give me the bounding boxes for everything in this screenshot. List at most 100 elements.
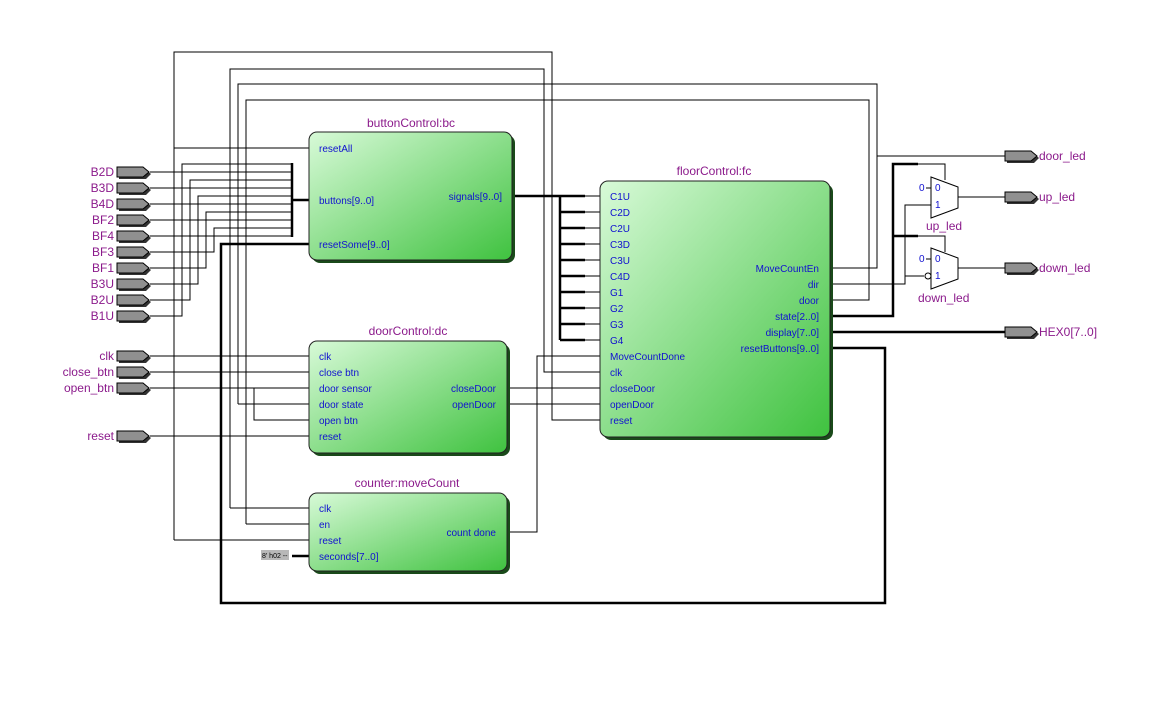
pin-resetall: resetAll	[319, 144, 352, 155]
wire-b1u	[150, 163, 292, 317]
input-port-b3u[interactable]: B3U	[91, 277, 151, 291]
port-label: B4D	[91, 197, 115, 211]
input-pin-icon	[116, 230, 150, 242]
port-label: BF1	[92, 261, 114, 275]
mux-down-led[interactable]: 0 0 1 down_led	[918, 247, 969, 305]
pin-dc-reset: reset	[319, 432, 341, 443]
pin-fc-c1u: C1U	[610, 192, 630, 203]
input-pin-icon	[116, 262, 150, 274]
port-label: door_led	[1039, 149, 1086, 163]
pin-cnt-seconds: seconds[7..0]	[319, 552, 379, 563]
pin-signals: signals[9..0]	[449, 192, 503, 203]
pin-fc-g1: G1	[610, 288, 624, 299]
port-label: open_btn	[64, 381, 114, 395]
input-port-close-btn[interactable]: close_btn	[63, 365, 151, 379]
wire-state-sel-down	[918, 235, 946, 252]
pin-buttons: buttons[9..0]	[319, 196, 374, 207]
pin-fc-movecountdone: MoveCountDone	[610, 352, 685, 363]
pin-dc-open-btn: open btn	[319, 416, 358, 427]
pin-fc-g3: G3	[610, 320, 624, 331]
input-port-reset[interactable]: reset	[87, 429, 151, 443]
pin-fc-closedoor: closeDoor	[610, 384, 656, 395]
input-pin-icon	[116, 294, 150, 306]
wires	[150, 51, 1005, 605]
constant-box	[261, 550, 289, 560]
block-counter[interactable]: counter:moveCount clk en reset seconds[7…	[261, 476, 510, 574]
pin-cnt-reset: reset	[319, 536, 341, 547]
input-port-bf4[interactable]: BF4	[92, 229, 151, 243]
wire-clk-loop	[229, 68, 600, 508]
input-port-b2d[interactable]: B2D	[91, 165, 151, 179]
bus-resetbuttons	[219, 242, 887, 605]
block-doorcontrol[interactable]: doorControl:dc clk close btn door sensor…	[308, 324, 510, 456]
pin-cnt-count-done: count done	[447, 528, 497, 539]
pin-fc-c3u: C3U	[610, 256, 630, 267]
input-port-bf2[interactable]: BF2	[92, 213, 151, 227]
mux-sel-1: 1	[935, 200, 941, 211]
block-floorcontrol[interactable]: floorControl:fc C1U C2D C2U C3D C3U C4D G1G2G3…	[599, 164, 833, 440]
block-title: counter:moveCount	[355, 476, 460, 490]
port-label: clk	[99, 349, 115, 363]
wire-b3u	[150, 195, 292, 285]
input-pin-icon	[116, 198, 150, 210]
pin-fc-resetbuttons-9-0-: resetButtons[9..0]	[741, 344, 820, 355]
mux-const-0: 0	[919, 254, 925, 265]
output-port-down-led[interactable]: down_led	[1004, 261, 1090, 275]
port-label: B1U	[91, 309, 114, 323]
wire-count-done	[507, 355, 600, 533]
output-pin-icon	[1004, 262, 1038, 274]
output-pin-icon	[1004, 150, 1038, 162]
port-label: BF3	[92, 245, 114, 259]
block-buttoncontrol[interactable]: buttonControl:bc resetAll buttons[9..0] …	[308, 116, 515, 263]
port-label: BF2	[92, 213, 114, 227]
wire-b2u	[150, 179, 292, 301]
output-port-up-led[interactable]: up_led	[1004, 190, 1075, 204]
mux-const-0: 0	[919, 183, 925, 194]
pin-fc-c2u: C2U	[610, 224, 630, 235]
pin-fc-opendoor: openDoor	[610, 400, 655, 411]
port-label: BF4	[92, 229, 114, 243]
mux-sel-0: 0	[935, 183, 941, 194]
input-port-clk[interactable]: clk	[99, 349, 151, 363]
input-port-b4d[interactable]: B4D	[91, 197, 151, 211]
mux-label: down_led	[918, 291, 969, 305]
pin-dc-closedoor: closeDoor	[451, 384, 497, 395]
pin-fc-state-2-0-: state[2..0]	[775, 312, 819, 323]
mux-up-led[interactable]: 0 0 1 up_led	[919, 176, 962, 233]
wire-reset-loop	[173, 51, 600, 540]
pin-fc-c4d: C4D	[610, 272, 630, 283]
input-pin-icon	[116, 310, 150, 322]
port-label: B3U	[91, 277, 114, 291]
inverter-bubble-icon	[924, 272, 932, 280]
input-port-b2u[interactable]: B2U	[91, 293, 151, 307]
pin-fc-g2: G2	[610, 304, 624, 315]
input-port-open-btn[interactable]: open_btn	[64, 381, 151, 395]
input-pin-icon	[116, 430, 150, 442]
pin-dc-close-btn: close btn	[319, 368, 359, 379]
wire-state-sel-up	[918, 163, 946, 180]
pin-fc-c3d: C3D	[610, 240, 630, 251]
pin-fc-c2d: C2D	[610, 208, 630, 219]
input-port-b3d[interactable]: B3D	[91, 181, 151, 195]
input-port-bf3[interactable]: BF3	[92, 245, 151, 259]
input-port-b1u[interactable]: B1U	[91, 309, 151, 323]
mux-sel-1: 1	[935, 271, 941, 282]
output-pin-icon	[1004, 191, 1038, 203]
output-port-hex0-7-0-[interactable]: HEX0[7..0]	[1004, 325, 1097, 339]
port-label: up_led	[1039, 190, 1075, 204]
input-pin-icon	[116, 350, 150, 362]
pin-cnt-clk: clk	[319, 504, 332, 515]
mux-sel-0: 0	[935, 254, 941, 265]
pin-fc-clk: clk	[610, 368, 623, 379]
port-label: down_led	[1039, 261, 1090, 275]
wire-door-state-loop	[245, 99, 870, 524]
block-title: floorControl:fc	[677, 164, 752, 178]
pin-fc-reset: reset	[610, 416, 632, 427]
input-port-bf1[interactable]: BF1	[92, 261, 151, 275]
port-label: close_btn	[63, 365, 114, 379]
block-title: doorControl:dc	[369, 324, 448, 338]
output-port-door-led[interactable]: door_led	[1004, 149, 1086, 163]
input-pin-icon	[116, 278, 150, 290]
pin-cnt-en: en	[319, 520, 330, 531]
port-label: reset	[87, 429, 114, 443]
